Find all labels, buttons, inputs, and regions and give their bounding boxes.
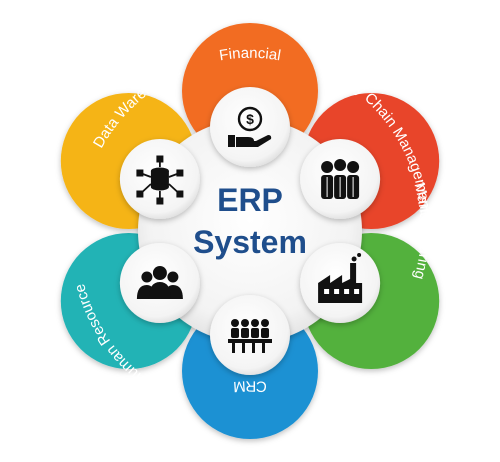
module-label-manufacturing: Manufacturing xyxy=(410,181,433,281)
meeting-table-icon xyxy=(228,319,272,353)
hand-dollar-icon: $ xyxy=(228,106,272,147)
module-label-financial: Financial xyxy=(218,45,282,65)
database-network-icon xyxy=(136,155,184,205)
module-icon-manufacturing xyxy=(300,243,381,323)
module-icon-data-warehouse xyxy=(119,139,200,219)
svg-text:$: $ xyxy=(246,111,254,127)
center-title-line2: System xyxy=(193,224,307,260)
module-icon-financial: $ xyxy=(210,87,290,167)
factory-icon xyxy=(318,253,363,303)
module-icon-human-resource xyxy=(119,243,200,323)
center-title-line1: ERP xyxy=(217,182,283,218)
module-icon-supply-chain xyxy=(300,139,381,219)
module-label-crm: CRM xyxy=(233,377,268,395)
team-group-icon xyxy=(321,159,360,199)
module-icon-crm xyxy=(210,295,290,375)
people-group-icon xyxy=(136,266,183,299)
